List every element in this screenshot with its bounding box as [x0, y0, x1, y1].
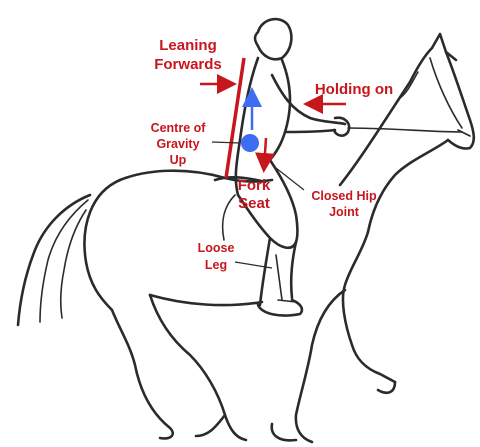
label-leaning-line1: Leaning: [159, 37, 217, 54]
label-hip-line2: Joint: [329, 205, 360, 219]
label-centre-line1: Centre of: [151, 121, 207, 135]
gravity-dot: [241, 134, 259, 152]
label-hip-line1: Closed Hip: [311, 189, 377, 203]
leaning-line: [226, 58, 244, 178]
label-centre-line3: Up: [170, 153, 187, 167]
centre-leader: [212, 142, 240, 143]
label-fork-line1: Fork: [238, 177, 271, 194]
label-holding: Holding on: [315, 81, 393, 98]
horse-drawing: [18, 34, 474, 442]
fork-arrow: [264, 138, 266, 168]
annotation-labels: Leaning Forwards Holding on Centre of Gr…: [151, 37, 394, 272]
label-loose-line1: Loose: [198, 241, 235, 255]
label-centre-line2: Gravity: [156, 137, 199, 151]
label-loose-line2: Leg: [205, 258, 227, 272]
label-leaning-line2: Forwards: [154, 56, 222, 73]
rider-drawing: [215, 19, 349, 315]
label-fork-line2: Seat: [238, 195, 270, 212]
